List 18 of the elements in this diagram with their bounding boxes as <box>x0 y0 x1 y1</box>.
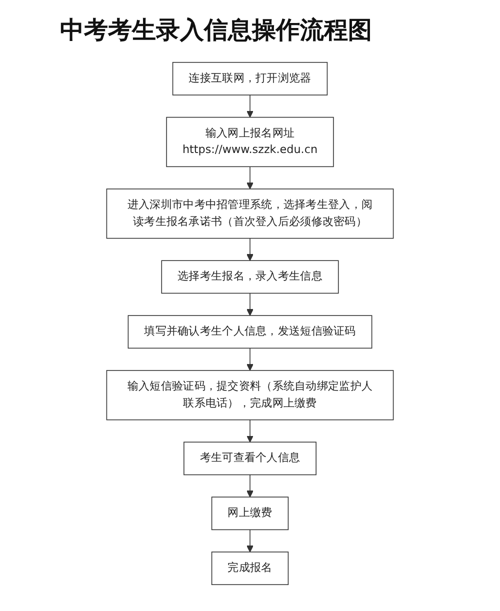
arrow <box>246 419 254 442</box>
arrow <box>246 166 254 190</box>
node-box: 网上缴费 <box>211 496 289 530</box>
node-box: 选择考生报名，录入考生信息 <box>161 260 339 294</box>
node-box: 连接互联网，打开浏览器 <box>172 62 328 96</box>
arrow <box>246 238 254 261</box>
node-box: 完成报名 <box>211 552 289 586</box>
node-box: 考生可查看个人信息 <box>184 442 316 476</box>
arrow <box>246 474 254 498</box>
arrow <box>246 292 254 316</box>
arrow <box>246 94 254 118</box>
node-box: 填写并确认考生个人信息，发送短信验证码 <box>128 315 372 349</box>
node-box: 进入深圳市中考中招管理系统，选择考生登入，阅读考生报名承诺书（首次登入后必须修改密码） <box>106 188 394 239</box>
node-box: 输入网上报名网址 https://www.szzk.edu.cn <box>166 116 334 168</box>
arrow <box>246 348 254 371</box>
node-box: 输入短信验证码，提交资料（系统自动绑定监护人联系电话），完成网上缴费 <box>106 370 394 420</box>
diagram-title: 中考考生录入信息操作流程图 <box>60 15 373 46</box>
arrow <box>246 529 254 552</box>
